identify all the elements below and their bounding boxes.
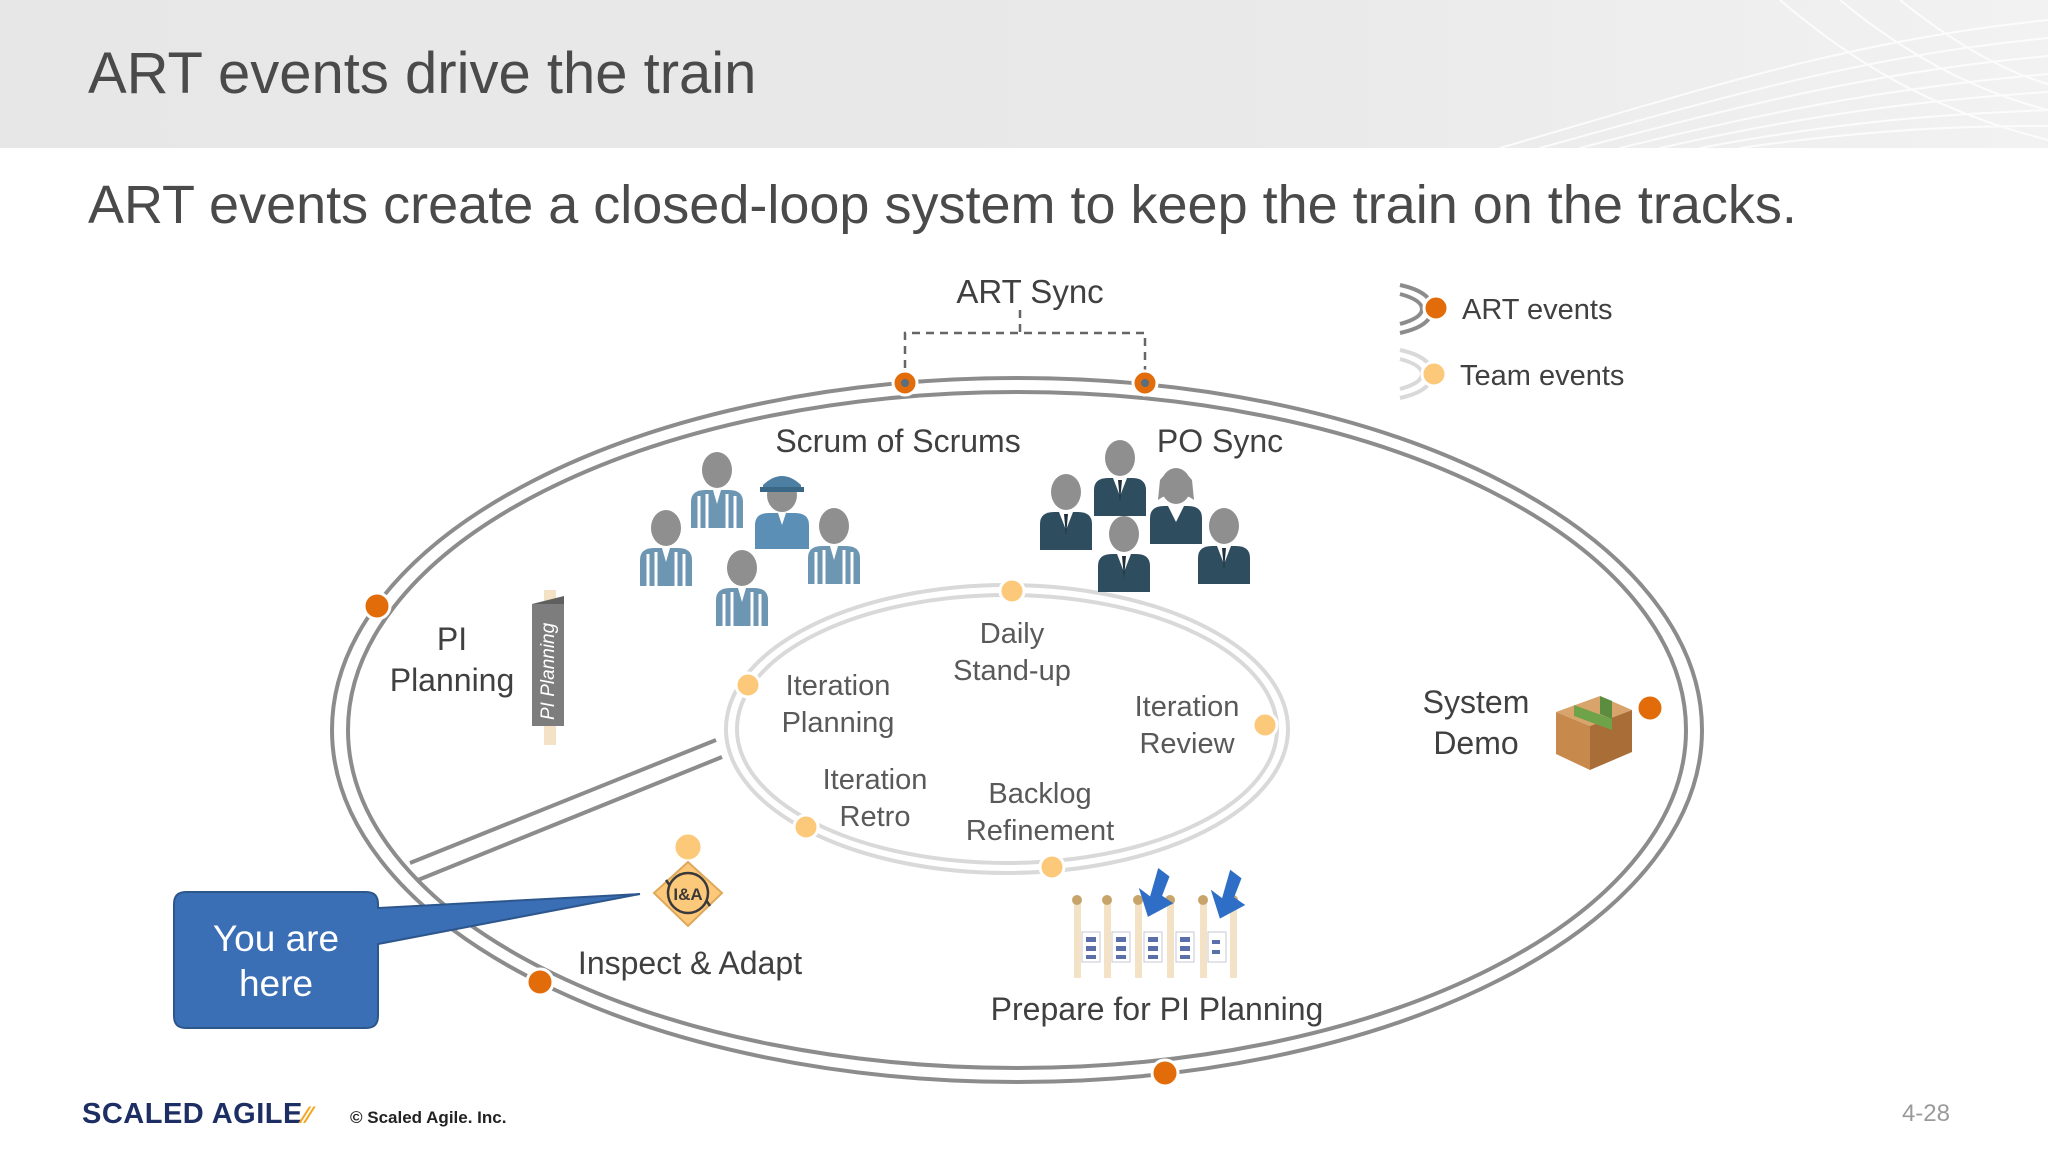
art-sync-label: ART Sync bbox=[956, 273, 1103, 310]
daily-standup-label-line1: Daily bbox=[980, 618, 1045, 650]
pi-planning-dot bbox=[362, 591, 392, 621]
daily-standup-label-line2: Stand-up bbox=[953, 655, 1071, 687]
banners-icon bbox=[1072, 895, 1238, 978]
outer-track-inner bbox=[346, 390, 1688, 1070]
legend-team-dot bbox=[1420, 360, 1448, 388]
iteration-retro-label-line1: Iteration bbox=[823, 764, 928, 796]
inspect-adapt-badge-text: I&A bbox=[673, 885, 702, 904]
art-event-dots bbox=[362, 369, 1665, 1088]
slide-subtitle: ART events create a closed-loop system t… bbox=[88, 175, 1797, 235]
you-are-here-callout: You are here bbox=[173, 891, 641, 1029]
system-demo-label-line2: Demo bbox=[1433, 725, 1518, 761]
box-icon bbox=[1556, 696, 1632, 770]
system-demo-dot bbox=[1635, 693, 1665, 723]
iteration-review-label-line2: Review bbox=[1139, 728, 1235, 760]
iteration-retro-dot bbox=[792, 813, 820, 841]
outer-track-outer bbox=[330, 376, 1704, 1084]
logo-mark-icon: ⁄⁄ bbox=[302, 1102, 312, 1129]
prepare-pi-planning-label: Prepare for PI Planning bbox=[991, 991, 1324, 1027]
pi-planning-banner-text: PI Planning bbox=[538, 622, 559, 720]
header-wave-decoration bbox=[1499, 0, 2048, 148]
logo-text: SCALED AGILE bbox=[82, 1098, 303, 1130]
po-sync-label: PO Sync bbox=[1157, 423, 1283, 459]
pi-planning-label-line1: PI bbox=[437, 621, 467, 657]
scrum-of-scrums-label: Scrum of Scrums bbox=[775, 423, 1020, 459]
scaled-agile-logo: SCALED AGILE⁄⁄ bbox=[82, 1098, 312, 1131]
connector-track-b bbox=[417, 755, 723, 882]
legend-art-dot bbox=[1422, 294, 1450, 322]
daily-standup-dot bbox=[998, 577, 1026, 605]
page-number: 4-28 bbox=[1901, 1100, 1950, 1127]
art-sync-dot-right-center bbox=[1141, 379, 1149, 387]
inspect-adapt-icon: I&A bbox=[652, 831, 724, 928]
legend-team-events-label: Team events bbox=[1460, 360, 1624, 392]
slide-title: ART events drive the train bbox=[88, 41, 757, 106]
iteration-planning-label-line1: Iteration bbox=[786, 670, 891, 702]
slide-header: ART events drive the train bbox=[0, 0, 2048, 148]
callout-text-line2: here bbox=[239, 963, 313, 1004]
prepare-pi-planning-dot bbox=[1150, 1058, 1180, 1088]
legend-art-events-label: ART events bbox=[1462, 294, 1612, 326]
po-sync-people-icon bbox=[1040, 440, 1250, 592]
pi-planning-label-line2: Planning bbox=[390, 662, 515, 698]
legend-team-track-icon-inner bbox=[1399, 357, 1425, 391]
connector-track-a bbox=[409, 738, 717, 865]
scrum-of-scrums-people-icon bbox=[638, 450, 862, 628]
art-sync-bracket bbox=[903, 310, 1147, 382]
backlog-refinement-dot bbox=[1038, 853, 1066, 881]
art-sync-dot-left-center bbox=[901, 379, 909, 387]
inspect-adapt-dot bbox=[525, 967, 555, 997]
system-demo-label-line1: System bbox=[1423, 684, 1530, 720]
backlog-refinement-label-line2: Refinement bbox=[966, 815, 1114, 847]
arrow-icons bbox=[1138, 867, 1246, 919]
iteration-review-label-line1: Iteration bbox=[1135, 691, 1240, 723]
iteration-review-dot bbox=[1251, 711, 1279, 739]
iteration-planning-label-line2: Planning bbox=[782, 707, 895, 739]
legend: ART events Team events bbox=[1399, 283, 1624, 400]
legend-art-track-icon-inner bbox=[1399, 292, 1425, 326]
pi-planning-banner-icon: PI Planning bbox=[532, 590, 564, 745]
callout-text-line1: You are bbox=[213, 918, 339, 959]
backlog-refinement-label-line1: Backlog bbox=[988, 778, 1091, 810]
iteration-retro-label-line2: Retro bbox=[840, 801, 911, 833]
inspect-adapt-label: Inspect & Adapt bbox=[578, 945, 802, 981]
iteration-planning-dot bbox=[734, 671, 762, 699]
team-event-dots bbox=[734, 577, 1279, 881]
copyright-notice: © Scaled Agile. Inc. bbox=[350, 1108, 507, 1127]
